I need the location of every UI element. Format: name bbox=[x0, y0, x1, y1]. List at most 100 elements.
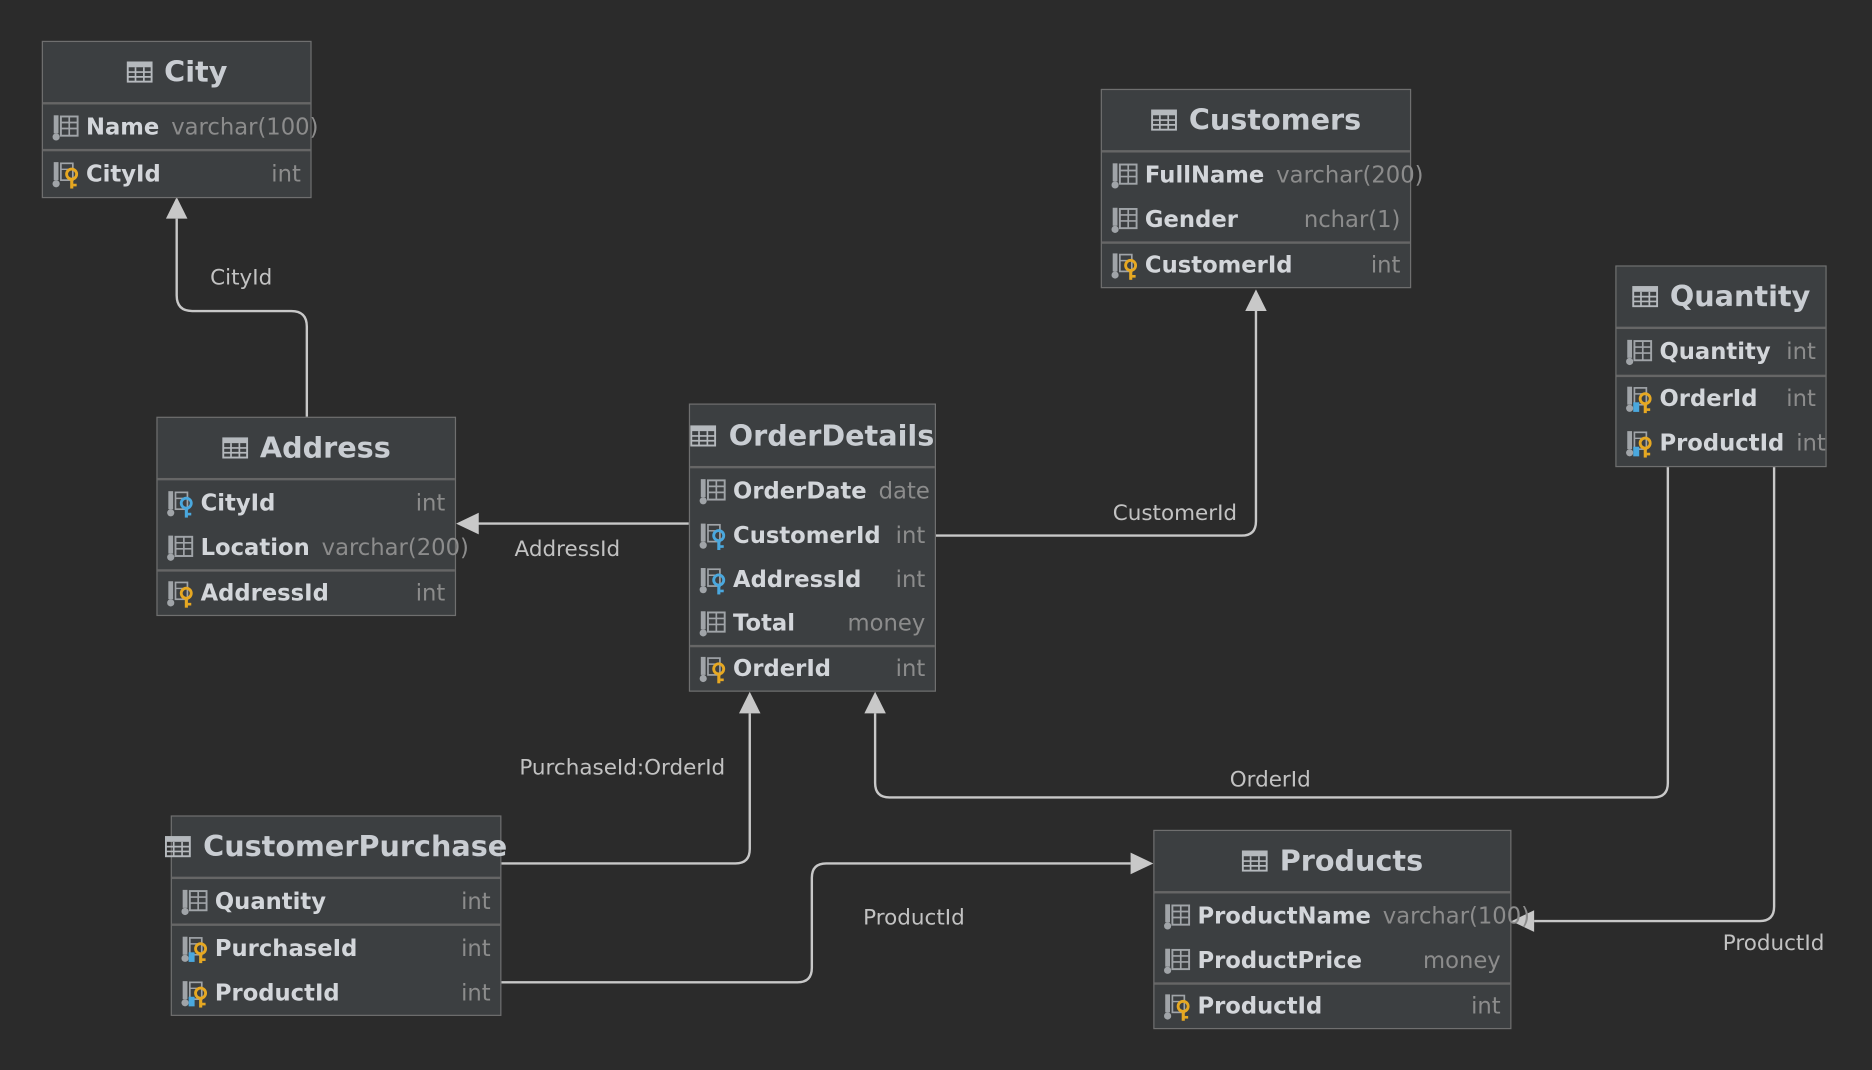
column-row[interactable]: OrderDate date bbox=[690, 468, 935, 512]
edge-orderdetails-customers bbox=[936, 311, 1258, 537]
table-name: Customers bbox=[1188, 103, 1362, 137]
column-name: OrderId bbox=[1659, 385, 1758, 412]
column-name: ProductName bbox=[1197, 903, 1371, 930]
column-name: AddressId bbox=[733, 566, 862, 593]
foreign-key-icon bbox=[697, 519, 728, 550]
primary-key-icon bbox=[165, 578, 196, 609]
column-name: Location bbox=[200, 534, 310, 561]
table-name: Quantity bbox=[1669, 279, 1811, 314]
edge-label-productid-quantity: ProductId bbox=[1722, 930, 1825, 956]
column-icon bbox=[697, 475, 728, 506]
edge-customerpurchase-products bbox=[501, 862, 1131, 984]
column-name: AddressId bbox=[200, 580, 329, 607]
column-type: varchar(100) bbox=[171, 113, 319, 140]
column-type: int bbox=[271, 160, 301, 188]
column-row[interactable]: CityId int bbox=[42, 148, 311, 197]
column-type: money bbox=[847, 610, 926, 637]
arrowhead-customers bbox=[1245, 289, 1267, 312]
arrowhead-orderdetails-purchaseid bbox=[739, 691, 761, 714]
column-row[interactable]: PurchaseId int bbox=[171, 923, 501, 970]
column-icon bbox=[1162, 945, 1193, 976]
column-name: FullName bbox=[1144, 162, 1265, 189]
column-type: int bbox=[1471, 993, 1501, 1020]
table-header[interactable]: City bbox=[42, 42, 311, 105]
column-name: CustomerId bbox=[1144, 252, 1293, 279]
column-row[interactable]: CustomerId int bbox=[1101, 241, 1410, 287]
primary-key-icon bbox=[697, 653, 728, 684]
column-type: int bbox=[1796, 429, 1826, 457]
table-name: OrderDetails bbox=[728, 418, 935, 453]
column-name: ProductPrice bbox=[1197, 947, 1362, 974]
table-icon bbox=[221, 437, 248, 459]
column-name: CustomerId bbox=[733, 521, 881, 549]
edge-label-orderid: OrderId bbox=[1229, 767, 1311, 793]
column-row[interactable]: ProductId int bbox=[1154, 982, 1511, 1028]
column-name: OrderDate bbox=[733, 477, 867, 504]
column-type: int bbox=[1786, 338, 1816, 366]
table-header[interactable]: Products bbox=[1154, 831, 1511, 894]
edge-label-addressid: AddressId bbox=[514, 536, 621, 563]
table-icon bbox=[1241, 850, 1268, 872]
edge-quantity-products bbox=[1534, 464, 1776, 923]
table-icon bbox=[1631, 286, 1658, 308]
primary-key-icon bbox=[1109, 250, 1140, 281]
column-icon bbox=[697, 608, 728, 639]
table-header[interactable]: Address bbox=[157, 418, 455, 481]
column-icon bbox=[50, 111, 81, 142]
table-header[interactable]: Quantity bbox=[1616, 267, 1826, 330]
table-products[interactable]: Products ProductName varchar(100) Product… bbox=[1153, 829, 1530, 1030]
edge-label-productid: ProductId bbox=[863, 905, 965, 931]
table-header[interactable]: Customers bbox=[1101, 90, 1410, 153]
edge-label-cityid: CityId bbox=[210, 265, 273, 291]
column-row[interactable]: ProductId int bbox=[1617, 420, 1826, 466]
primary-foreign-key-icon bbox=[1624, 383, 1655, 414]
column-name: Name bbox=[85, 113, 160, 140]
table-header[interactable]: CustomerPurchase bbox=[165, 817, 507, 880]
column-name: OrderId bbox=[733, 655, 832, 683]
column-icon bbox=[1109, 160, 1140, 191]
column-name: ProductId bbox=[214, 979, 340, 1006]
column-row[interactable]: ProductPrice money bbox=[1154, 939, 1510, 982]
column-name: ProductId bbox=[1659, 429, 1785, 457]
column-type: money bbox=[1422, 947, 1501, 974]
column-name: CityId bbox=[85, 160, 161, 188]
column-name: CityId bbox=[200, 489, 276, 517]
column-row[interactable]: CityId int bbox=[158, 480, 455, 526]
arrowhead-products-right bbox=[1511, 910, 1535, 932]
arrowhead-city bbox=[165, 196, 188, 219]
column-name: ProductId bbox=[1197, 993, 1323, 1020]
edge-label-purchaseid-orderid: PurchaseId:OrderId bbox=[519, 755, 726, 781]
table-name: City bbox=[164, 55, 228, 89]
foreign-key-icon bbox=[165, 488, 196, 519]
column-type: varchar(100) bbox=[1382, 903, 1531, 930]
column-row[interactable]: Name varchar(100) bbox=[43, 104, 318, 148]
column-row[interactable]: ProductName varchar(100) bbox=[1154, 893, 1530, 939]
table-city[interactable]: City Name varchar(100) CityId int bbox=[41, 40, 318, 199]
table-header[interactable]: OrderDetails bbox=[690, 405, 935, 469]
column-type: int bbox=[461, 934, 491, 962]
column-type: date bbox=[878, 477, 930, 504]
column-icon bbox=[179, 886, 210, 917]
column-type: int bbox=[1370, 252, 1401, 279]
edge-address-city bbox=[175, 218, 309, 418]
column-name: PurchaseId bbox=[214, 934, 358, 962]
column-type: int bbox=[415, 489, 446, 517]
